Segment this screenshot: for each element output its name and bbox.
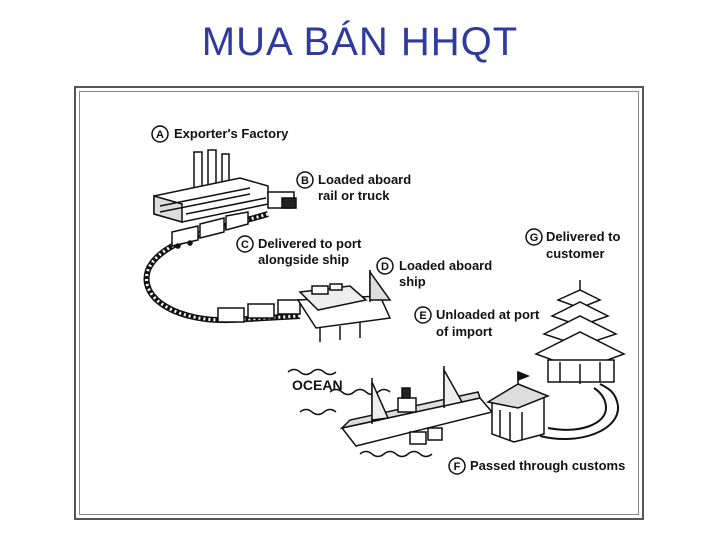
step-line1: Passed through customs: [470, 458, 625, 473]
step-line2: alongside ship: [258, 252, 349, 267]
step-line1: Unloaded at port: [436, 307, 540, 322]
factory-illustration: [153, 149, 297, 223]
cargo-ship: [339, 366, 494, 447]
train-at-port: [217, 299, 301, 323]
step-line2: of import: [436, 324, 493, 339]
step-letter: A: [156, 129, 164, 141]
step-badge: [376, 257, 394, 275]
step-e-label: E Unloaded at port of import: [414, 306, 540, 339]
step-line1: Loaded aboard: [399, 258, 492, 273]
step-line1: Exporter's Factory: [174, 126, 289, 141]
step-letter: F: [454, 461, 461, 473]
step-line2: rail or truck: [318, 188, 390, 203]
step-badge: [525, 228, 543, 246]
ocean-waves: [287, 368, 433, 458]
step-line2: customer: [546, 246, 605, 261]
step-letter: B: [301, 175, 309, 187]
page-title: MUA BÁN HHQT: [201, 20, 519, 64]
step-f-label: F Passed through customs: [448, 457, 625, 475]
step-line1: Loaded aboard: [318, 172, 411, 187]
step-badge: [236, 235, 254, 253]
step-d-label: D Loaded aboard ship: [376, 257, 492, 289]
step-badge: [151, 125, 169, 143]
loading-dock-and-ship: [296, 269, 392, 342]
step-line1: Delivered to: [546, 229, 620, 244]
step-letter: G: [530, 232, 539, 244]
ocean-label: OCEAN: [292, 377, 343, 393]
step-badge: [448, 457, 466, 475]
step-c-label: C Delivered to port alongside ship: [236, 235, 362, 267]
step-letter: E: [419, 310, 426, 322]
step-a-label: A Exporter's Factory: [151, 125, 289, 143]
train-near-factory: [171, 211, 249, 249]
step-letter: C: [241, 239, 249, 251]
step-b-label: B Loaded aboard rail or truck: [296, 171, 411, 203]
step-letter: D: [381, 261, 389, 273]
step-badge: [414, 306, 432, 324]
step-labels: A Exporter's Factory B Loaded aboard rai…: [151, 125, 625, 475]
customs-house: [485, 370, 551, 443]
step-line2: ship: [399, 274, 426, 289]
step-line1: Delivered to port: [258, 236, 362, 251]
customer-building: [534, 280, 626, 384]
delivery-road: [539, 383, 620, 440]
step-g-label: G Delivered to customer: [525, 228, 620, 261]
step-badge: [296, 171, 314, 189]
